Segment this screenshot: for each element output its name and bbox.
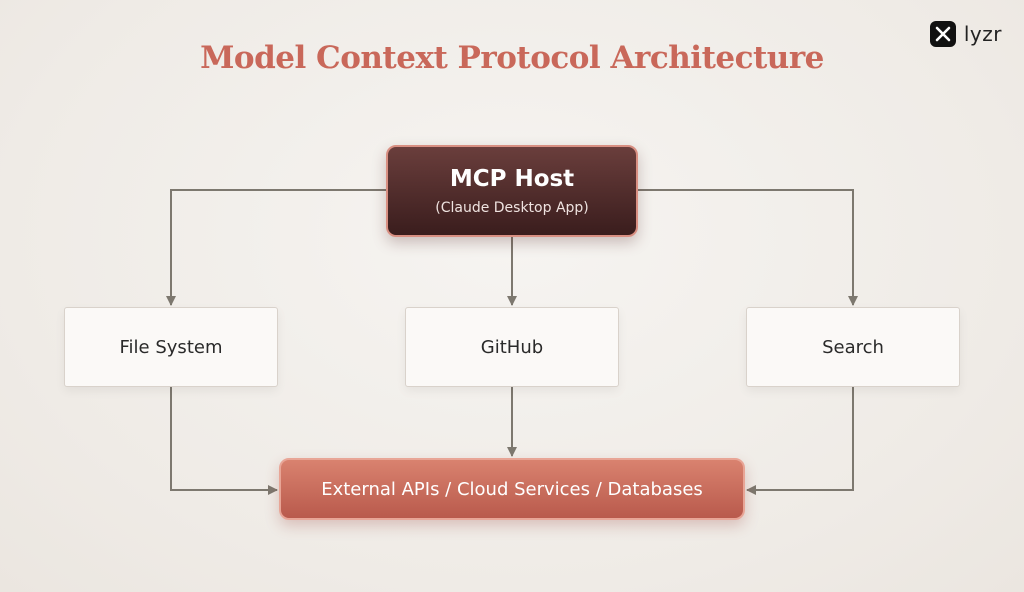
edge-filesystem-to-external bbox=[170, 387, 278, 495]
server-node-file-system: File System bbox=[64, 307, 278, 387]
brand-logo-text: lyzr bbox=[963, 22, 1002, 46]
external-services-node: External APIs / Cloud Services / Databas… bbox=[279, 458, 745, 520]
diagram-title: Model Context Protocol Architecture bbox=[200, 40, 824, 76]
brand-logo: lyzr bbox=[929, 21, 1002, 47]
edge-host-to-search bbox=[638, 189, 858, 306]
server-label: File System bbox=[119, 336, 223, 358]
mcp-host-subtitle: (Claude Desktop App) bbox=[435, 200, 589, 216]
server-node-github: GitHub bbox=[405, 307, 619, 387]
mcp-host-node: MCP Host (Claude Desktop App) bbox=[386, 145, 638, 237]
edge-host-to-filesystem bbox=[166, 189, 386, 306]
edge-search-to-external bbox=[746, 387, 854, 495]
server-node-search: Search bbox=[746, 307, 960, 387]
external-services-label: External APIs / Cloud Services / Databas… bbox=[321, 478, 703, 500]
mcp-host-title: MCP Host bbox=[449, 166, 575, 192]
server-label: GitHub bbox=[480, 336, 544, 358]
lyzr-logo-icon bbox=[929, 21, 956, 47]
server-label: Search bbox=[822, 336, 884, 358]
